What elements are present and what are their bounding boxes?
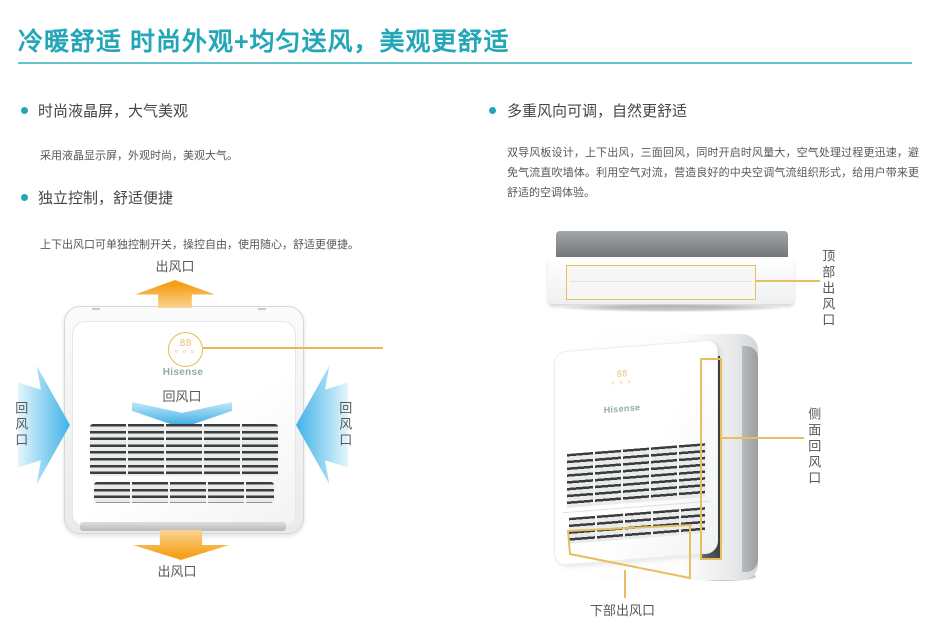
side-return-callout-line: [720, 437, 804, 439]
top-outlet-callout-line: [756, 280, 820, 282]
lcd-display-value: 88: [179, 338, 192, 349]
bullet-dot-icon: [21, 107, 28, 114]
side-view-upper-grille: [567, 442, 707, 508]
feature3-desc: 双导风板设计，上下出风，三面回风，同时开启时风量大，空气处理过程更迅速，避免气流…: [507, 147, 919, 199]
front-return-label: 回风口: [162, 389, 202, 404]
side-return-highlight-box: [700, 358, 722, 560]
feature2-desc: 上下出风口可单独控制开关，操控自由，使用随心，舒适更便捷。: [40, 239, 359, 251]
bottom-outlet-label: 下部出风口: [590, 603, 656, 618]
right-return-label: 回风口: [337, 401, 353, 449]
feature1-desc: 采用液晶显示屏，外观时尚，美观大气。: [40, 150, 238, 162]
front-bottom-outlet-label: 出风口: [157, 564, 197, 579]
front-upper-grille: [90, 424, 278, 476]
display-callout-line: [203, 347, 383, 349]
top-outlet-highlight-box: [566, 265, 756, 300]
top-outlet-seam: [570, 281, 752, 282]
front-unit-base: [80, 522, 286, 531]
hinge-mark: [92, 308, 100, 310]
brand-logo: Hisense: [162, 367, 204, 378]
bottom-outlet-callout-line: [624, 570, 626, 598]
brand-logo: Hisense: [603, 402, 641, 416]
front-lower-grille: [94, 482, 274, 503]
side-view-display: 88 o o o: [602, 368, 642, 387]
top-outlet-label: 顶部出风口: [820, 249, 836, 329]
lcd-display-highlight-circle: 88 o o o: [168, 332, 203, 367]
side-view-right-face: [742, 346, 758, 572]
airflow-down-arrow-icon: [133, 530, 229, 560]
top-view-rear-face: [556, 231, 788, 259]
airflow-up-arrow-icon: [135, 280, 215, 308]
side-return-label: 侧面回风口: [806, 407, 822, 487]
top-view-shadow: [562, 304, 780, 312]
bullet-dot-icon: [489, 107, 496, 114]
title-underline: [18, 62, 912, 64]
page-title: 冷暖舒适 时尚外观+均匀送风，美观更舒适: [18, 28, 510, 56]
lcd-display-indicator-dots: o o o: [174, 349, 197, 355]
feature2-title: 独立控制，舒适便捷: [38, 190, 174, 207]
hinge-mark: [258, 308, 266, 310]
feature1-title: 时尚液晶屏，大气美观: [38, 103, 189, 120]
feature3-title: 多重风向可调，自然更舒适: [507, 103, 688, 120]
front-top-outlet-label: 出风口: [155, 259, 195, 274]
bullet-dot-icon: [21, 194, 28, 201]
left-return-label: 回风口: [13, 401, 29, 449]
bottom-outlet-highlight-outline: [566, 523, 691, 580]
